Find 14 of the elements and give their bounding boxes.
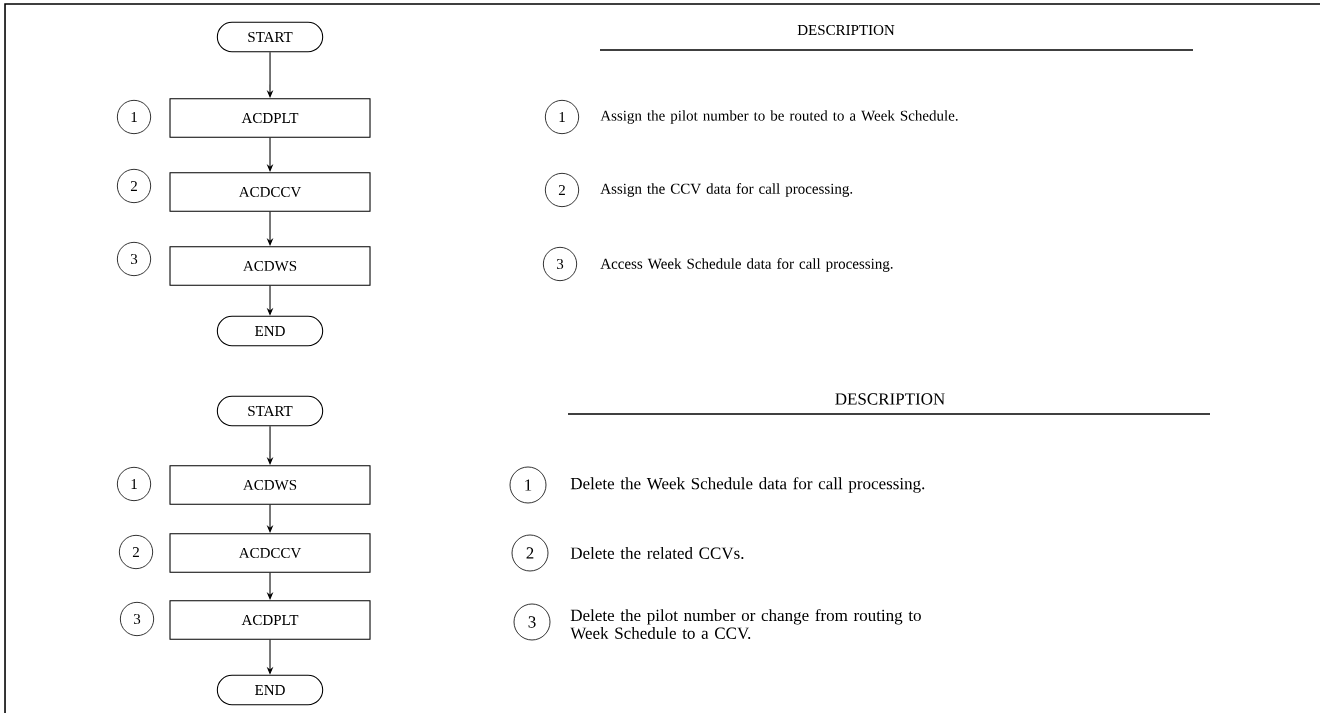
process-box: ACDPLT [169,600,371,640]
description-text: Assign the CCV data for call processing. [600,183,853,197]
description-text: Delete the related CCVs. [570,546,744,559]
description-text: Access Week Schedule data for call processing. [600,258,893,272]
description-text: Delete the Week Schedule data for call processing. [570,477,925,493]
process-box: ACDWS [169,246,371,286]
process-box: ACDCCV [169,533,371,573]
description-text: Assign the pilot number to be routed to a Week Schedule. [600,110,958,124]
process-box: ACDPLT [169,98,371,138]
process-box: ACDCCV [169,172,371,212]
section-heading: DESCRIPTION [835,393,945,405]
section-heading: DESCRIPTION [797,24,895,36]
description-text: Delete the pilot number or change from routing to Week Schedule to a CCV. [570,608,921,640]
process-box: ACDWS [169,465,371,505]
